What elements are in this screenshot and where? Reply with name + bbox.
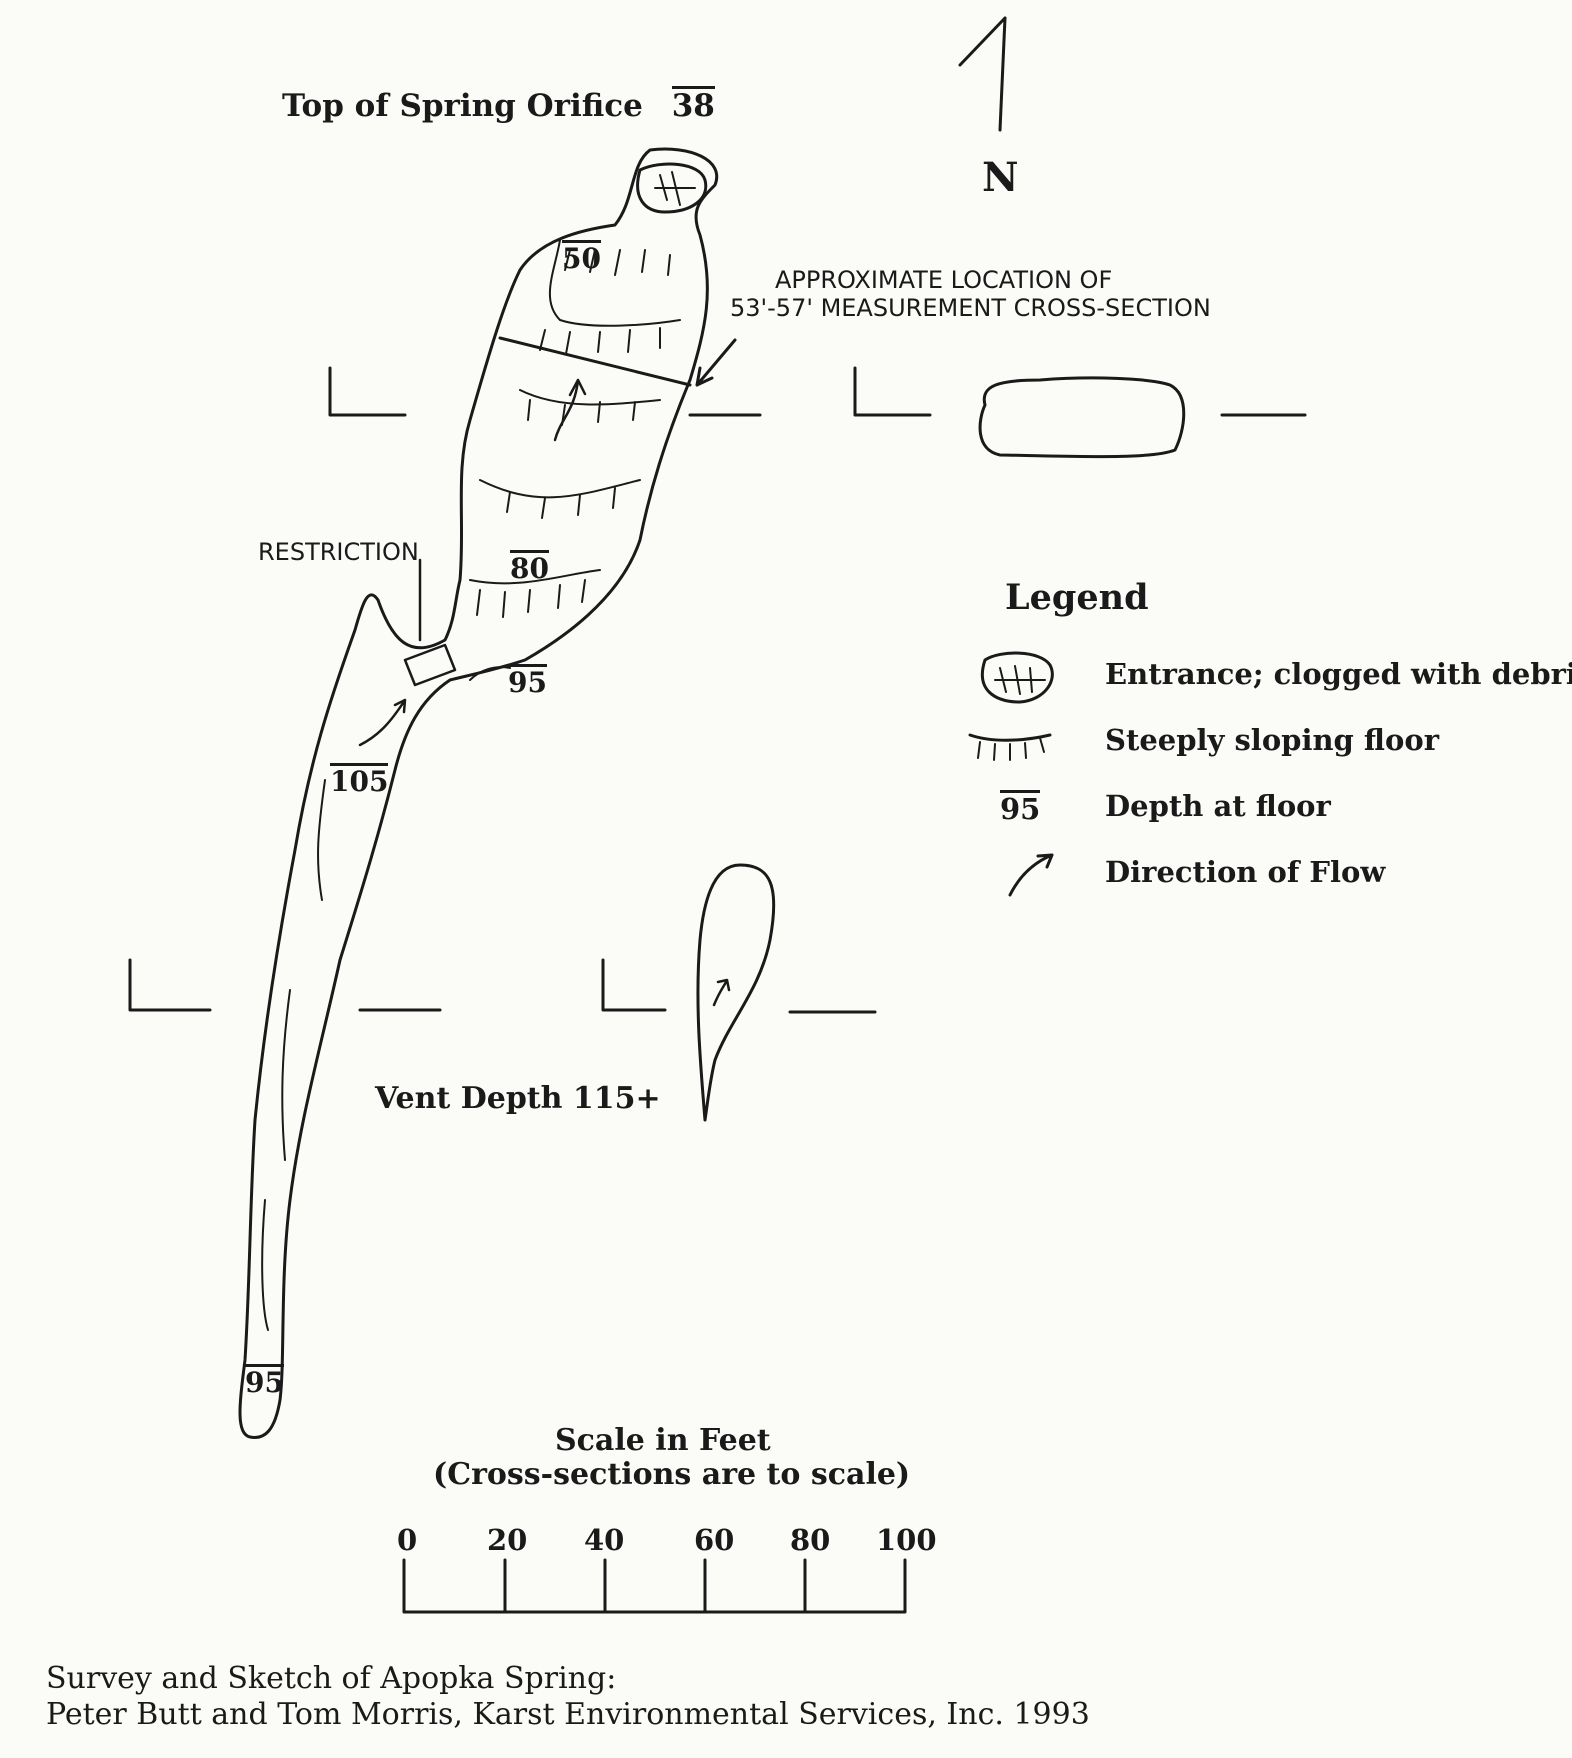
section-marker bbox=[328, 366, 407, 417]
depth-80: 80 bbox=[510, 550, 549, 585]
scale-tick-100: 100 bbox=[876, 1523, 937, 1557]
vent-depth-label: Vent Depth 115+ bbox=[375, 1081, 661, 1116]
scale-tick-0: 0 bbox=[397, 1523, 418, 1557]
legend-label-depth: Depth at floor bbox=[1105, 789, 1331, 823]
legend-label-sloping-floor: Steeply sloping floor bbox=[1105, 723, 1439, 757]
scale-subtitle: (Cross-sections are to scale) bbox=[433, 1457, 911, 1492]
cave-outline bbox=[238, 147, 719, 1439]
scale-bar bbox=[402, 1558, 907, 1614]
flow-arrow-icon bbox=[553, 378, 587, 442]
restriction-block bbox=[403, 643, 457, 687]
north-label: N bbox=[982, 154, 1019, 201]
cross-section-line bbox=[498, 336, 692, 387]
credits-line2: Peter Butt and Tom Morris, Karst Environ… bbox=[46, 1697, 1090, 1732]
restriction-label: RESTRICTION bbox=[258, 538, 419, 566]
cross-section-lower bbox=[696, 863, 776, 1122]
depth-95-upper: 95 bbox=[508, 664, 547, 699]
legend-label-entrance: Entrance; clogged with debris bbox=[1105, 657, 1572, 691]
top-orifice-text: Top of Spring Orifice bbox=[282, 88, 643, 124]
depth-95-lower: 95 bbox=[245, 1364, 284, 1399]
top-orifice-label: Top of Spring Orifice 38 bbox=[282, 86, 715, 122]
cross-section-annotation-line1: APPROXIMATE LOCATION OF bbox=[775, 266, 1113, 294]
section-marker-lower bbox=[128, 958, 212, 1012]
legend-flow-arrow-icon bbox=[1008, 853, 1054, 897]
cross-section-upper bbox=[978, 376, 1186, 459]
legend-label-flow: Direction of Flow bbox=[1105, 855, 1386, 889]
scale-tick-40: 40 bbox=[584, 1523, 625, 1557]
annotation-arrow-icon bbox=[695, 338, 737, 387]
scale-tick-80: 80 bbox=[790, 1523, 831, 1557]
depth-50: 50 bbox=[562, 240, 601, 275]
entrance-icon bbox=[636, 162, 708, 214]
scale-tick-20: 20 bbox=[487, 1523, 528, 1557]
legend-entrance-icon bbox=[981, 651, 1054, 704]
north-arrow-icon bbox=[958, 16, 1007, 132]
depth-38: 38 bbox=[671, 86, 715, 124]
depth-105: 105 bbox=[330, 763, 389, 798]
scale-title: Scale in Feet bbox=[555, 1423, 771, 1458]
legend-sloping-floor-icon bbox=[968, 733, 1052, 742]
credits-line1: Survey and Sketch of Apopka Spring: bbox=[46, 1661, 617, 1696]
legend-title: Legend bbox=[1005, 577, 1149, 618]
legend-depth-symbol: 95 bbox=[1000, 790, 1041, 826]
cross-section-annotation-line2: 53'-57' MEASUREMENT CROSS-SECTION bbox=[730, 294, 1211, 322]
scale-tick-60: 60 bbox=[694, 1523, 735, 1557]
